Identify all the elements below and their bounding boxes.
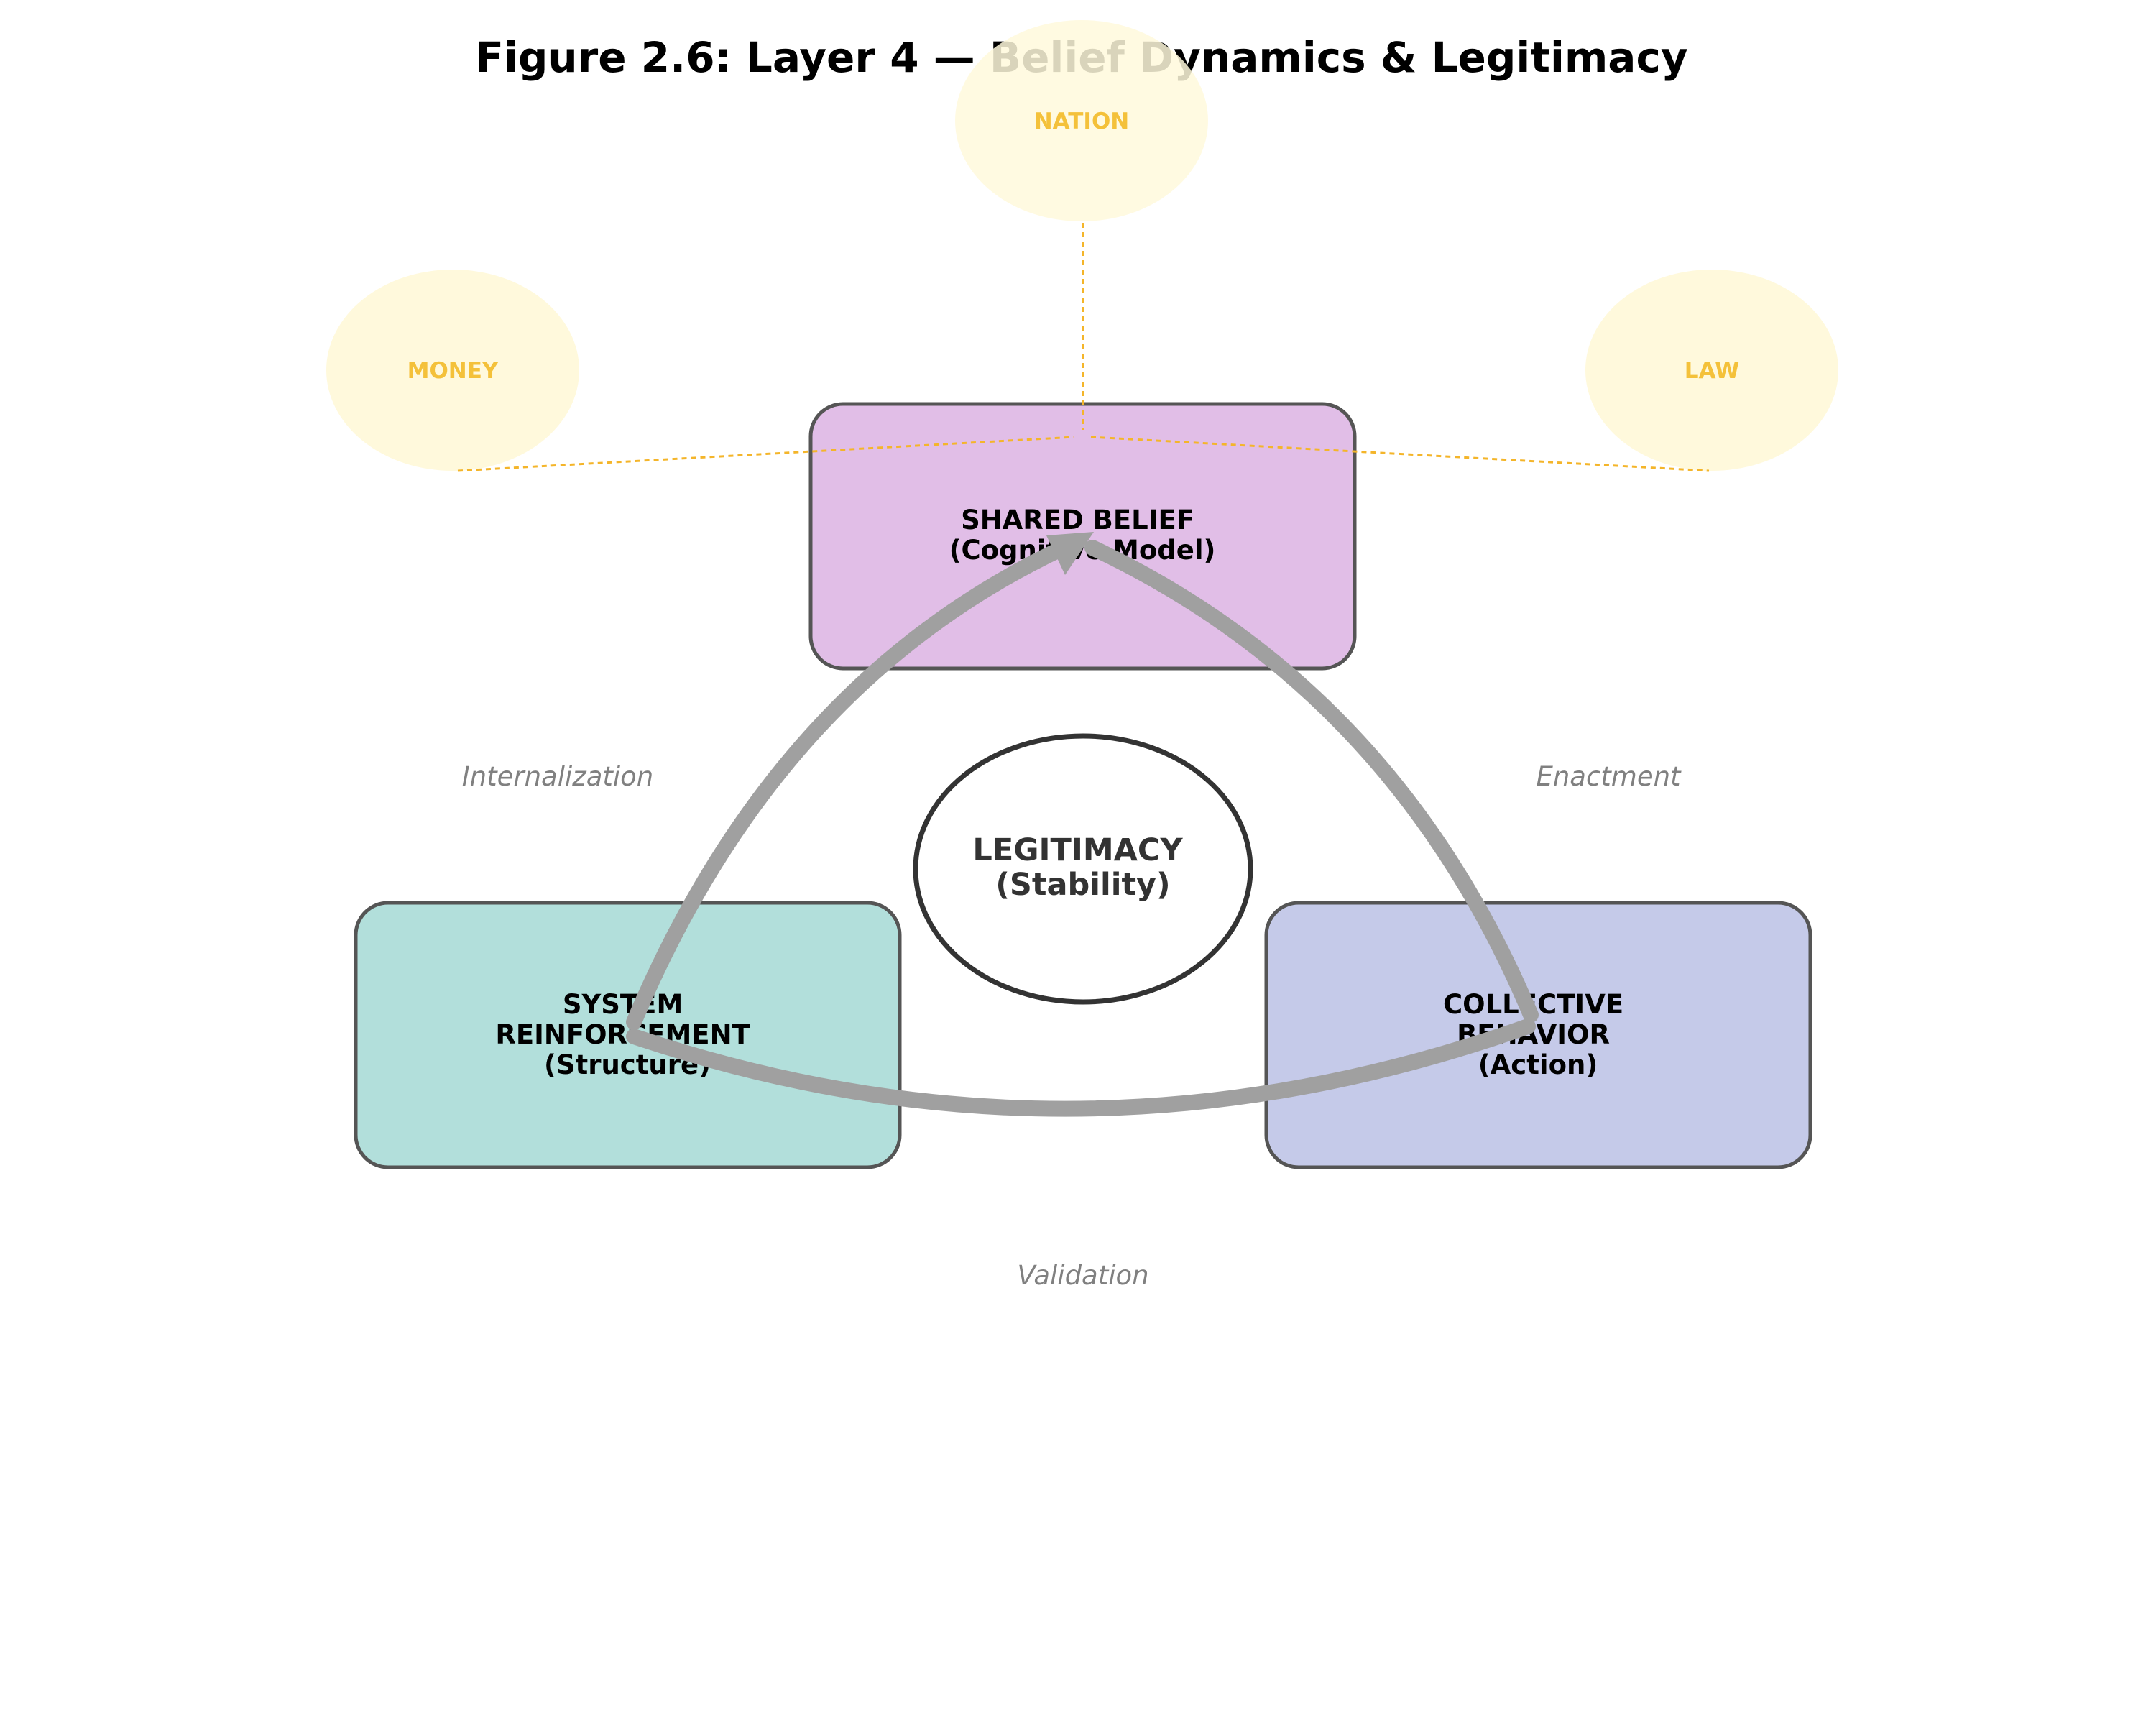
concept-nation-bubble (955, 20, 1208, 221)
concept-law: LAW (1585, 270, 1838, 471)
center-line-1: LEGITIMACY (972, 832, 1183, 868)
node-shared-belief-label: SHARED BELIEF (Cognitive Model) (949, 505, 1216, 566)
arrow-internalization-head (1046, 532, 1094, 575)
connector-money (457, 436, 1075, 472)
concept-money-label: MONEY (407, 358, 499, 384)
center-legitimacy-ellipse (913, 733, 1253, 1005)
concept-law-label: LAW (1685, 358, 1740, 384)
edge-label-internalization: Internalization (462, 761, 654, 792)
edge-label-validation: Validation (1017, 1260, 1148, 1291)
cycle-arrows (626, 540, 1539, 1117)
center-line-2: (Stability) (995, 867, 1170, 903)
concept-money: MONEY (326, 270, 579, 471)
arrow-internalization (626, 540, 1072, 1030)
arrow-enactment (1084, 540, 1539, 1023)
concept-law-bubble (1585, 270, 1838, 471)
concept-nation: NATION (955, 20, 1208, 221)
center-legitimacy-label: LEGITIMACY (Stability) (972, 832, 1193, 903)
concept-nation-label: NATION (1034, 109, 1130, 134)
connector-law (1090, 436, 1710, 472)
node-collective-behavior-line-3: (Action) (1478, 1049, 1598, 1080)
node-collective-behavior: COLLECTIVE BEHAVIOR (Action) (1264, 901, 1812, 1169)
node-collective-behavior-box (1264, 901, 1812, 1169)
arrow-validation (626, 1018, 1536, 1117)
node-system-reinforcement-line-2: REINFORCEMENT (495, 1019, 750, 1050)
concept-connectors (457, 223, 1710, 472)
center-legitimacy: LEGITIMACY (Stability) (913, 733, 1253, 1005)
node-system-reinforcement-label: SYSTEM REINFORCEMENT (Structure) (495, 989, 759, 1080)
edge-label-enactment: Enactment (1536, 761, 1682, 792)
concept-money-bubble (326, 270, 579, 471)
node-system-reinforcement-line-1: SYSTEM (563, 989, 683, 1020)
node-shared-belief-line-1: SHARED BELIEF (961, 505, 1194, 535)
